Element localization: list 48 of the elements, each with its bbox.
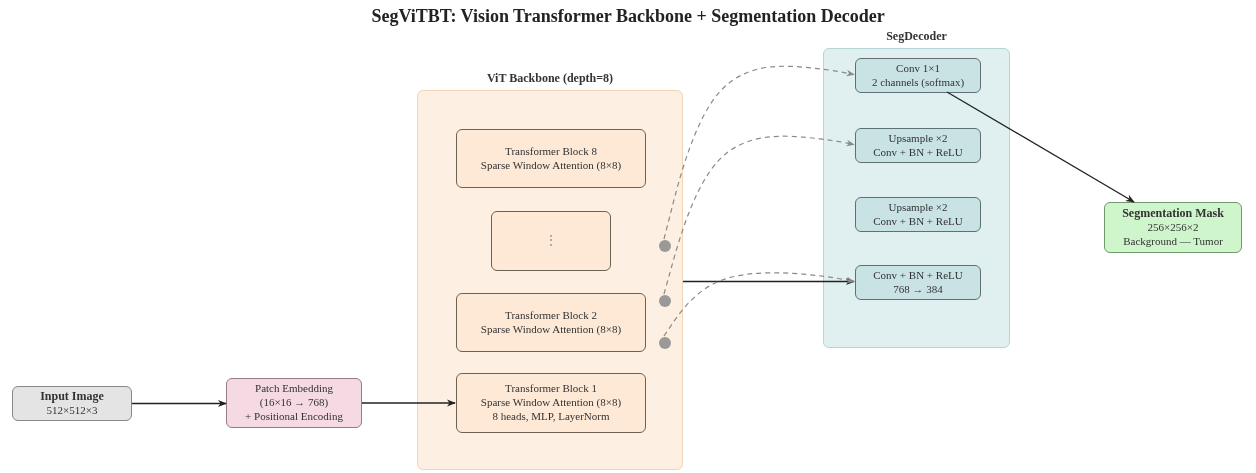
node-text: 512×512×3 bbox=[46, 404, 98, 418]
node-text: Patch Embedding bbox=[255, 382, 333, 397]
process-box bbox=[855, 128, 981, 163]
arrow bbox=[682, 277, 855, 286]
node-text: Conv + BN + ReLU bbox=[873, 214, 963, 229]
process-box bbox=[855, 58, 981, 93]
node-text: Upsample ×2 bbox=[888, 200, 948, 215]
node-text: Sparse Window Attention (8×8) bbox=[480, 158, 622, 173]
ellipsis-text: ⋮ bbox=[544, 232, 558, 250]
ellipsis-box bbox=[491, 211, 611, 271]
dashed-arrow bbox=[663, 135, 855, 295]
node-text: Upsample ×2 bbox=[888, 131, 948, 146]
arrow bbox=[131, 399, 227, 408]
node-text: 8 heads, MLP, LayerNorm bbox=[492, 409, 610, 424]
node-text: (16×16 → 768) bbox=[259, 396, 329, 410]
diagram-title: SegViTBT: Vision Transformer Backbone + Segmentation Decoder bbox=[370, 6, 886, 27]
process-box bbox=[855, 197, 981, 232]
node-text: Transformer Block 1 bbox=[505, 382, 597, 397]
input-box bbox=[12, 386, 132, 421]
node-text: 256×256×2 bbox=[1147, 221, 1199, 235]
node-text: Conv 1×1 bbox=[896, 61, 940, 76]
node-text: + Positional Encoding bbox=[245, 409, 343, 424]
process-box bbox=[456, 129, 646, 188]
connector-dot bbox=[659, 295, 671, 307]
dashed-arrow bbox=[663, 272, 855, 337]
node-text: Transformer Block 8 bbox=[505, 144, 597, 159]
process-box bbox=[855, 265, 981, 300]
arrow bbox=[946, 91, 1135, 203]
node-text: Conv + BN + ReLU bbox=[873, 268, 963, 283]
node-text: Transformer Block 2 bbox=[505, 308, 597, 323]
group-heading: SegDecoder bbox=[885, 29, 948, 44]
process-box bbox=[456, 373, 646, 433]
node-text: Background — Tumor bbox=[1123, 235, 1223, 249]
group-heading: ViT Backbone (depth=8) bbox=[485, 71, 615, 86]
process-box bbox=[456, 293, 646, 352]
output-box bbox=[1104, 202, 1242, 253]
node-text: 768 → 384 bbox=[893, 282, 943, 297]
arrow bbox=[361, 399, 456, 407]
connector-dot bbox=[659, 337, 671, 349]
node-text: Sparse Window Attention (8×8) bbox=[480, 322, 622, 337]
node-title: Input Image bbox=[40, 389, 104, 405]
node-text: Conv + BN + ReLU bbox=[873, 145, 963, 160]
node-text: Sparse Window Attention (8×8) bbox=[480, 396, 622, 410]
process-box bbox=[226, 378, 362, 428]
node-text: 2 channels (softmax) bbox=[871, 75, 965, 90]
node-title: Segmentation Mask bbox=[1122, 206, 1224, 222]
connector-dot bbox=[659, 240, 671, 252]
dashed-arrow bbox=[663, 65, 855, 240]
